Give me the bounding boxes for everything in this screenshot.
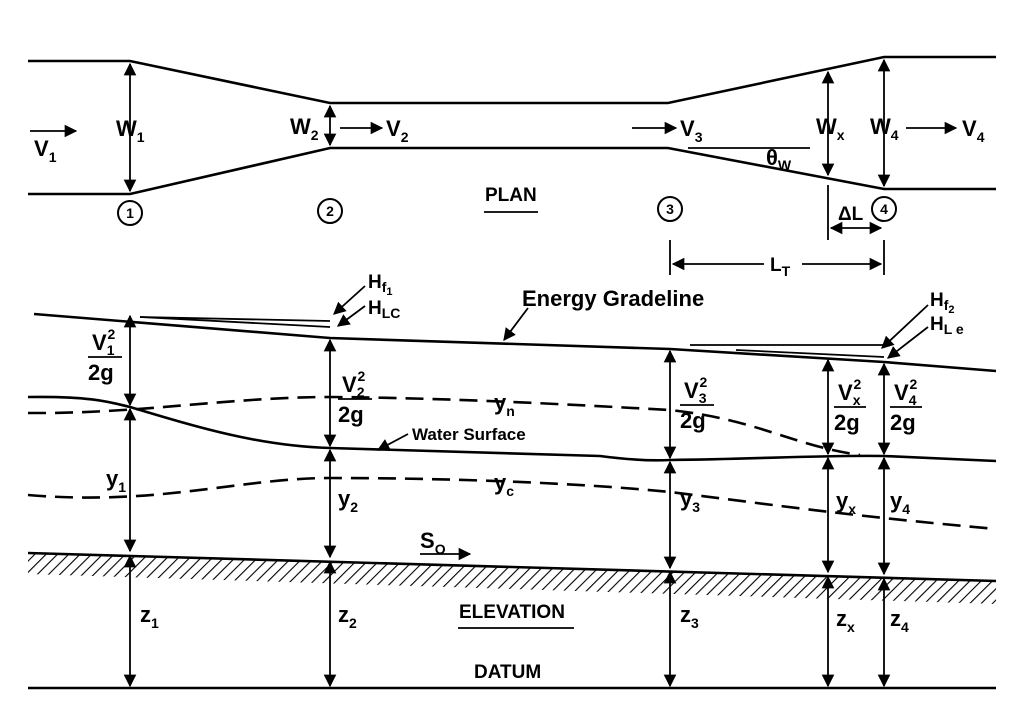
- svg-text:V12: V12: [92, 326, 115, 358]
- hf2-label: Hf2: [930, 290, 955, 316]
- section-marker-2: 2: [317, 198, 343, 224]
- hf1-leader-arrow: [333, 285, 366, 315]
- velocity-head-1-label: V12 2g: [88, 326, 122, 385]
- svg-text:2: 2: [326, 203, 334, 219]
- y1-label: y1: [106, 466, 126, 495]
- plan-bottom-wall: [28, 146, 996, 196]
- hf1-reference-line-b: [139, 316, 331, 328]
- dl-label: ΔL: [838, 204, 864, 225]
- yc-label: yc: [494, 470, 514, 499]
- hf2-reference-line-b: [735, 349, 885, 358]
- z1-label: z1: [140, 602, 159, 631]
- svg-text:V32: V32: [684, 374, 707, 406]
- normal-depth-line: [27, 395, 861, 457]
- hlc-label: HLC: [368, 298, 400, 321]
- w2-label: W2: [290, 114, 319, 143]
- slope-label: SO: [420, 528, 446, 557]
- critical-depth-line: [27, 476, 997, 531]
- z4-label: z4: [890, 606, 909, 635]
- v3-label: V3: [680, 116, 703, 145]
- hlc-leader-arrow: [336, 305, 366, 327]
- svg-text:Vx2: Vx2: [838, 376, 861, 408]
- svg-text:2g: 2g: [338, 402, 364, 427]
- datum-label: DATUM: [474, 662, 541, 683]
- y4-label: y4: [890, 488, 910, 517]
- yn-label: yn: [494, 390, 515, 419]
- y3-label: y3: [680, 486, 700, 515]
- y2-label: y2: [338, 486, 358, 515]
- plan-view: V1 W1 W2 V2 V3 θW Wx W4 V4 PLAN 1 2 3 4: [28, 55, 996, 279]
- z3-label: z3: [680, 602, 699, 631]
- svg-text:V42: V42: [894, 376, 917, 408]
- lt-label-bg: [764, 252, 802, 276]
- energy-gradeline-leader: [503, 307, 529, 342]
- v4-label: V4: [962, 116, 985, 145]
- energy-gradeline: [33, 312, 997, 373]
- water-surface-line: [27, 395, 997, 463]
- hf2-leader-arrow: [881, 304, 929, 349]
- svg-text:V22: V22: [342, 368, 365, 400]
- velocity-head-2-label: V22 2g: [338, 368, 372, 427]
- v1-label: V1: [34, 136, 57, 165]
- w4-label: W4: [870, 114, 899, 143]
- section-marker-1: 1: [117, 200, 143, 226]
- svg-text:2g: 2g: [88, 360, 114, 385]
- plan-top-wall: [28, 55, 996, 105]
- hle-label: HL e: [930, 314, 964, 337]
- z2-label: z2: [338, 602, 357, 631]
- hle-leader-arrow: [887, 326, 929, 359]
- svg-text:2g: 2g: [834, 410, 860, 435]
- svg-text:2g: 2g: [890, 410, 916, 435]
- theta-label: θW: [766, 145, 792, 173]
- section-marker-4: 4: [871, 196, 897, 222]
- water-surface-leader: [376, 433, 409, 451]
- svg-text:3: 3: [666, 201, 674, 217]
- yx-label: yx: [836, 488, 856, 517]
- energy-gradeline-label: Energy Gradeline: [522, 286, 704, 311]
- hf1-label: Hf1: [368, 272, 393, 298]
- svg-text:1: 1: [126, 205, 134, 221]
- svg-text:4: 4: [880, 201, 888, 217]
- lt-label: LT: [770, 255, 791, 279]
- plan-title: PLAN: [485, 185, 537, 206]
- elevation-title: ELEVATION: [459, 602, 565, 623]
- channel-bed-line: [27, 551, 997, 583]
- svg-text:2g: 2g: [680, 408, 706, 433]
- elevation-view: DATUM: [27, 272, 997, 690]
- velocity-head-4-label: V42 2g: [890, 376, 922, 435]
- zx-label: zx: [836, 606, 855, 635]
- hf1-reference-line-a: [139, 316, 331, 322]
- channel-bed-hatching: [28, 553, 996, 604]
- section-marker-3: 3: [657, 196, 683, 222]
- velocity-head-x-label: Vx2 2g: [834, 376, 866, 435]
- water-surface-label: Water Surface: [412, 425, 526, 444]
- wx-label: Wx: [816, 114, 845, 143]
- w1-label: W1: [116, 116, 145, 145]
- velocity-head-3-label: V32 2g: [680, 374, 714, 433]
- v2-label: V2: [386, 116, 409, 145]
